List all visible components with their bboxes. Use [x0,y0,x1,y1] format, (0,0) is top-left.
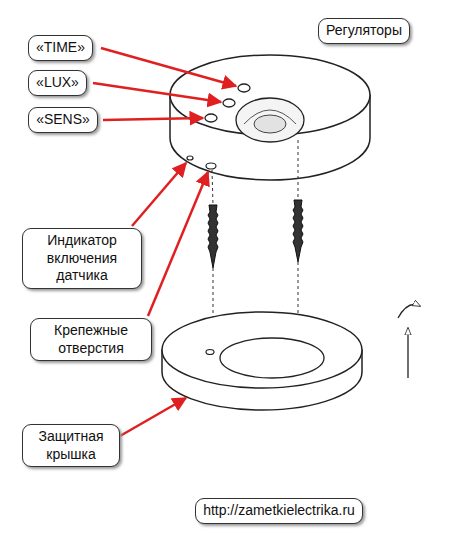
indicator-led [187,156,193,160]
cover-hole [206,350,214,355]
callout-box: «SENS» [28,107,98,133]
leader-arrow [148,172,208,316]
label-text: Индикатор включения датчика [29,232,135,285]
sens-knob [205,114,217,122]
leader-arrow [103,118,203,120]
callout-box: «TIME» [28,35,93,61]
label-text: «SENS» [35,111,91,129]
lux-knob [223,99,235,107]
guide-line [298,140,299,200]
label-text: http://zametkielectrika.ru [202,502,356,520]
url-box: http://zametkielectrika.ru [195,498,363,524]
lens-core [254,115,286,133]
title-box: Регуляторы [318,18,410,44]
screw [293,200,303,262]
leader-arrow [120,398,186,436]
leader-arrow [132,163,186,226]
cover-top [162,312,362,388]
rotate-arrow [398,305,420,319]
sensor-top [170,55,370,135]
assembly-arrow [407,328,408,378]
mount-hole [206,163,216,169]
label-text: «TIME» [35,39,86,57]
label-text: Регуляторы [325,22,403,40]
time-knob [238,84,250,92]
cover-opening [220,338,324,378]
leader-arrow [93,83,221,102]
callout-box: «LUX» [28,70,87,96]
callout-box: Защитная крышка [22,424,120,467]
screw [208,205,218,268]
leader-arrow [101,48,236,86]
label-text: «LUX» [35,74,80,92]
sensor-lens [236,98,304,142]
callout-box: Индикатор включения датчика [22,228,142,289]
label-text: Крепежные отверстия [37,322,145,357]
guide-line [212,170,213,205]
label-text: Защитная крышка [29,428,113,463]
callout-box: Крепежные отверстия [30,318,152,361]
